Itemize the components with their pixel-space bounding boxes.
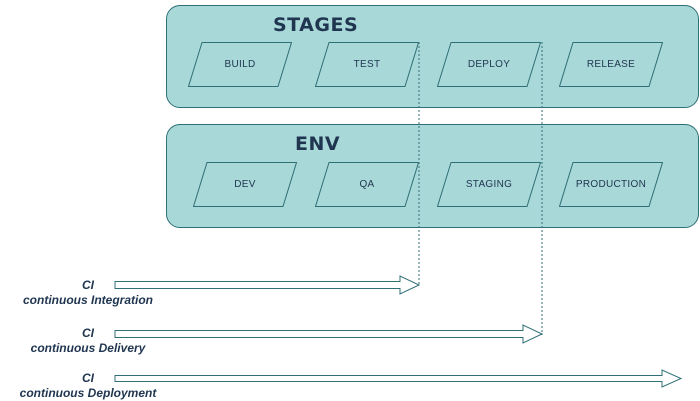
env-qa: QA — [315, 162, 419, 207]
stages-panel: STAGES BUILD TEST DEPLOY RELEASE — [166, 5, 699, 108]
parallelogram-shape — [559, 162, 663, 207]
stage-build-label: BUILD — [224, 59, 256, 70]
stage-release: RELEASE — [559, 42, 663, 87]
env-qa-label: QA — [359, 179, 375, 190]
env-staging: STAGING — [437, 162, 541, 207]
integration-name: continuous Integration — [23, 293, 153, 307]
deployment-abbr: CI — [82, 371, 94, 385]
integration-label: CI continuous Integration — [8, 278, 168, 308]
parallelogram-shape — [559, 42, 663, 87]
parallelogram-shape — [437, 42, 541, 87]
parallelogram-shape — [188, 42, 292, 87]
delivery-name: continuous Delivery — [30, 341, 146, 355]
parallelogram-shape — [315, 42, 419, 87]
env-title: ENV — [295, 133, 341, 155]
integration-abbr: CI — [82, 278, 94, 292]
stage-deploy: DEPLOY — [437, 42, 541, 87]
delivery-label: CI continuous Delivery — [8, 326, 168, 356]
parallelogram-shape — [193, 162, 297, 207]
stage-deploy-label: DEPLOY — [467, 59, 511, 70]
env-production-label: PRODUCTION — [575, 179, 647, 190]
env-dev: DEV — [193, 162, 297, 207]
parallelogram-shape — [315, 162, 419, 207]
deployment-name: continuous Deployment — [19, 386, 157, 400]
delivery-abbr: CI — [82, 326, 94, 340]
stage-release-label: RELEASE — [586, 59, 636, 70]
delivery-arrow — [114, 324, 544, 344]
env-staging-label: STAGING — [465, 179, 513, 190]
stage-test-label: TEST — [353, 59, 381, 70]
deployment-label: CI continuous Deployment — [8, 371, 168, 401]
stage-build: BUILD — [188, 42, 292, 87]
stages-title: STAGES — [273, 14, 359, 36]
env-panel: ENV DEV QA STAGING PRODUCTION — [166, 124, 699, 228]
stage-test: TEST — [315, 42, 419, 87]
parallelogram-shape — [437, 162, 541, 207]
deployment-arrow — [114, 369, 683, 388]
env-dev-label: DEV — [234, 179, 256, 190]
env-production: PRODUCTION — [559, 162, 663, 207]
